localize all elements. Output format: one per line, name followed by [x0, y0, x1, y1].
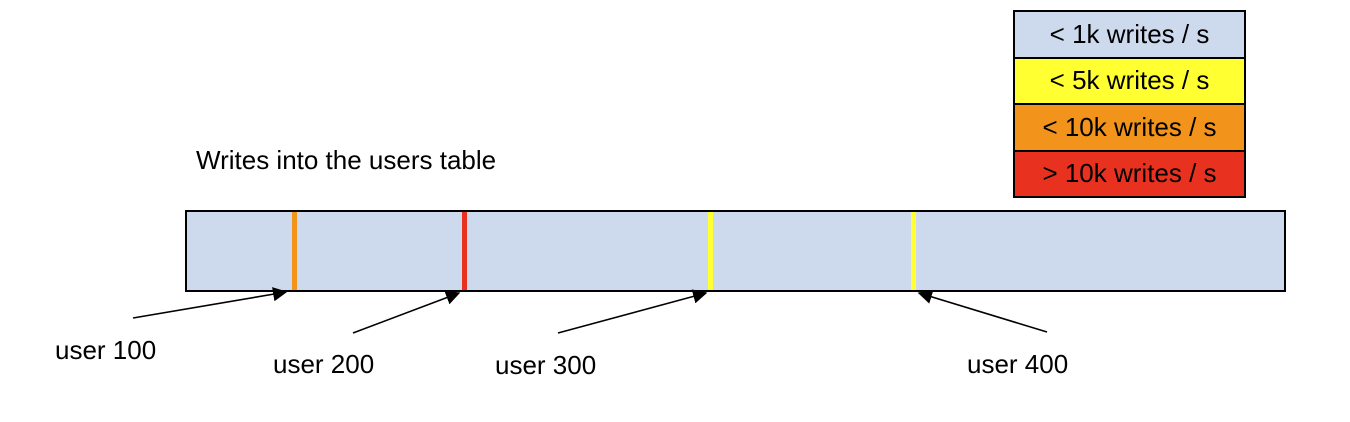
arrow-user-300 [557, 289, 708, 334]
legend-item-label: > 10k writes / s [1042, 158, 1217, 189]
legend-item-lt-10k: < 10k writes / s [1015, 105, 1244, 152]
legend-item-lt-1k: < 1k writes / s [1015, 12, 1244, 59]
hotspot-marker-user-300 [708, 212, 713, 290]
write-rate-legend: < 1k writes / s < 5k writes / s < 10k wr… [1013, 10, 1246, 198]
legend-item-label: < 1k writes / s [1049, 18, 1210, 49]
arrow-user-400 [917, 289, 1048, 333]
legend-item-gt-10k: > 10k writes / s [1015, 151, 1244, 196]
legend-item-label: < 5k writes / s [1049, 65, 1210, 96]
hotspot-marker-user-100 [292, 212, 297, 290]
user-label-100: user 100 [55, 335, 157, 365]
arrow-user-200 [352, 290, 461, 334]
hotspot-marker-user-400 [911, 212, 916, 290]
user-label-300: user 300 [495, 350, 597, 380]
legend-item-lt-5k: < 5k writes / s [1015, 58, 1244, 105]
legend-item-label: < 10k writes / s [1042, 111, 1217, 142]
users-table-bar [185, 210, 1286, 292]
diagram-title: Writes into the users table [196, 145, 497, 175]
user-label-400: user 400 [967, 349, 1069, 379]
user-label-200: user 200 [273, 349, 375, 379]
hotspot-marker-user-200 [462, 212, 467, 290]
arrow-user-100 [132, 287, 288, 319]
